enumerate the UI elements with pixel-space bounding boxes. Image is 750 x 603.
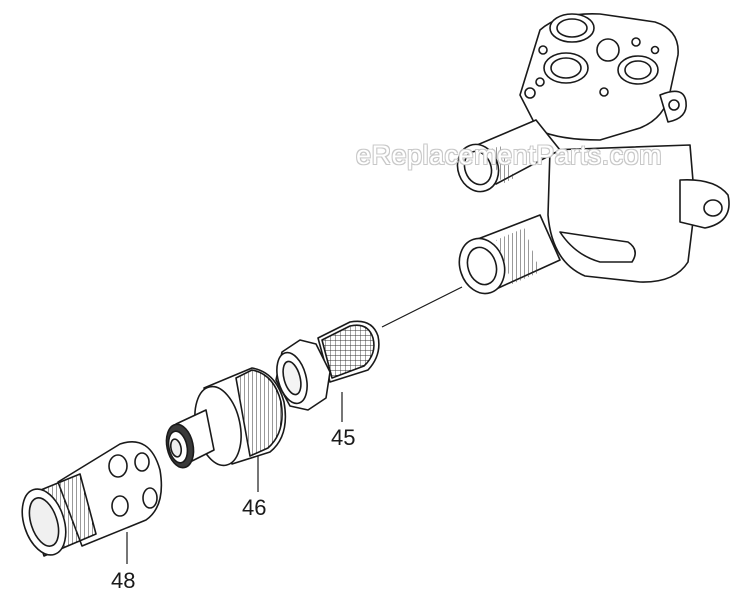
watermark-text: eReplacementParts.com (356, 140, 663, 170)
threaded-nut (21, 441, 163, 557)
pump-head (456, 13, 730, 295)
part-number-46: 46 (242, 495, 267, 520)
part-number-45: 45 (331, 425, 356, 450)
quick-coupling (165, 367, 287, 469)
filter-screen (275, 320, 380, 411)
explosion-leader-line (381, 286, 463, 328)
part-number-48: 48 (111, 568, 136, 593)
